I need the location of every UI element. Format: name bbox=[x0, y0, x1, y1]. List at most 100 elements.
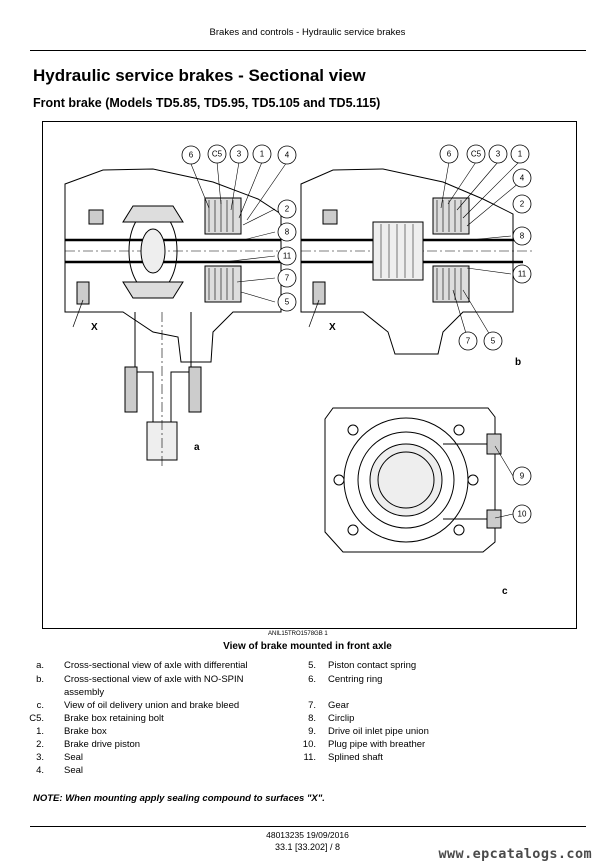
legend-text: Brake box bbox=[64, 726, 107, 737]
callout-b-3: 3 bbox=[488, 144, 508, 164]
svg-text:11: 11 bbox=[518, 270, 527, 279]
legend-text: Gear bbox=[328, 700, 350, 711]
callout-c-9: 9 bbox=[512, 466, 532, 486]
view-b-drawing bbox=[300, 168, 533, 355]
figure-frame: X X a b c 6 C5 3 1 4 2 8 11 7 5 6 C5 3 1… bbox=[42, 121, 577, 629]
callouts-view-a: 6 C5 3 1 4 2 8 11 7 5 bbox=[181, 144, 297, 312]
callout-a-2: 2 bbox=[277, 199, 297, 219]
legend-text: Circlip bbox=[328, 713, 355, 724]
callout-c-10: 10 bbox=[512, 504, 532, 524]
svg-text:C5: C5 bbox=[212, 150, 223, 159]
callout-a-11: 11 bbox=[277, 246, 297, 266]
legend-key: 2. bbox=[36, 739, 44, 750]
svg-text:2: 2 bbox=[520, 200, 525, 209]
svg-text:6: 6 bbox=[447, 150, 452, 159]
legend-right: 5. Piston contact spring 6. Centring rin… bbox=[296, 660, 566, 770]
callouts-view-c: 9 10 bbox=[512, 466, 532, 524]
view-label-a: a bbox=[194, 442, 200, 453]
callout-a-5: 5 bbox=[277, 292, 297, 312]
svg-text:5: 5 bbox=[285, 298, 290, 307]
callout-a-c5: C5 bbox=[207, 144, 227, 164]
legend-text: Cross-sectional view of axle with differ… bbox=[64, 660, 248, 671]
callout-a-6: 6 bbox=[181, 145, 201, 165]
legend-text: Drive oil inlet pipe union bbox=[328, 726, 429, 737]
svg-text:6: 6 bbox=[189, 151, 194, 160]
legend-key: 3. bbox=[36, 752, 44, 763]
legend-key: 11. bbox=[303, 752, 316, 763]
svg-text:11: 11 bbox=[283, 252, 292, 261]
legend-key: a. bbox=[36, 660, 44, 671]
callout-a-1: 1 bbox=[252, 144, 272, 164]
callout-b-1: 1 bbox=[510, 144, 530, 164]
legend-key: 10. bbox=[302, 739, 316, 750]
callout-b-11: 11 bbox=[512, 264, 532, 284]
legend-text: Brake drive piston bbox=[64, 739, 141, 750]
callout-a-7: 7 bbox=[277, 268, 297, 288]
svg-text:3: 3 bbox=[496, 150, 501, 159]
legend-text: View of oil delivery union and brake ble… bbox=[64, 700, 240, 711]
svg-text:9: 9 bbox=[520, 472, 525, 481]
x-label-b: X bbox=[329, 322, 336, 333]
svg-text:8: 8 bbox=[285, 228, 290, 237]
legend-text: Seal bbox=[64, 765, 84, 776]
svg-text:4: 4 bbox=[285, 151, 290, 160]
callout-b-c5: C5 bbox=[466, 144, 486, 164]
svg-text:1: 1 bbox=[518, 150, 523, 159]
footer-rule bbox=[30, 826, 586, 827]
page-title: Hydraulic service brakes - Sectional vie… bbox=[33, 66, 366, 85]
svg-text:5: 5 bbox=[491, 337, 496, 346]
callout-b-8: 8 bbox=[512, 226, 532, 246]
svg-text:2: 2 bbox=[285, 205, 290, 214]
figure-caption: View of brake mounted in front axle bbox=[223, 641, 392, 652]
svg-text:7: 7 bbox=[466, 337, 471, 346]
callout-b-2: 2 bbox=[512, 194, 532, 214]
legend-key: C5. bbox=[29, 713, 44, 724]
svg-text:7: 7 bbox=[285, 274, 290, 283]
view-c-drawing bbox=[324, 407, 502, 553]
callout-b-5: 5 bbox=[483, 331, 503, 351]
view-a-drawing bbox=[64, 168, 293, 467]
site-watermark: www.epcatalogs.com bbox=[438, 846, 592, 862]
callout-b-6: 6 bbox=[439, 144, 459, 164]
legend-text: Splined shaft bbox=[328, 752, 383, 763]
footer-doc-number: 48013235 19/09/2016 bbox=[266, 830, 349, 840]
figure-reference: ANIL15TRO1578GB 1 bbox=[268, 631, 328, 637]
legend-left: a. Cross-sectional view of axle with dif… bbox=[24, 660, 294, 780]
legend-text: Cross-sectional view of axle with NO-SPI… bbox=[64, 674, 244, 698]
legend-text: Plug pipe with breather bbox=[328, 739, 426, 750]
section-subtitle: Front brake (Models TD5.85, TD5.95, TD5.… bbox=[33, 96, 381, 110]
legend-text: Brake box retaining bolt bbox=[64, 713, 164, 724]
callout-b-7: 7 bbox=[458, 331, 478, 351]
legend-key: b. bbox=[36, 674, 44, 685]
callout-a-3: 3 bbox=[229, 144, 249, 164]
header-rule bbox=[30, 50, 586, 51]
view-label-b: b bbox=[515, 357, 521, 368]
legend-key: 1. bbox=[36, 726, 44, 737]
legend-key: 4. bbox=[36, 765, 44, 776]
legend-text: Piston contact spring bbox=[328, 660, 417, 671]
callout-a-8: 8 bbox=[277, 222, 297, 242]
legend-key: 5. bbox=[308, 660, 316, 671]
legend-key: 8. bbox=[308, 713, 316, 724]
legend-text: Seal bbox=[64, 752, 84, 763]
legend-key: 6. bbox=[308, 674, 316, 685]
footer-page-number: 33.1 [33.202] / 8 bbox=[274, 842, 341, 852]
legend-text: Centring ring bbox=[328, 674, 383, 685]
brake-sectional-drawing: X X a b c 6 C5 3 1 4 2 8 11 7 5 6 C5 3 1… bbox=[64, 144, 533, 597]
callout-b-4: 4 bbox=[512, 168, 532, 188]
svg-text:4: 4 bbox=[520, 174, 525, 183]
svg-text:C5: C5 bbox=[471, 150, 482, 159]
svg-text:10: 10 bbox=[518, 510, 527, 519]
mounting-note: NOTE: When mounting apply sealing compou… bbox=[33, 793, 325, 804]
svg-text:8: 8 bbox=[520, 232, 525, 241]
legend-key: c. bbox=[36, 700, 44, 711]
legend-key: 9. bbox=[308, 726, 316, 737]
svg-text:3: 3 bbox=[237, 150, 242, 159]
page-header: Brakes and controls - Hydraulic service … bbox=[209, 27, 406, 38]
callouts-view-b: 6 C5 3 1 4 2 8 11 7 5 bbox=[439, 144, 532, 351]
callout-a-4: 4 bbox=[277, 145, 297, 165]
legend-key: 7. bbox=[308, 700, 316, 711]
view-label-c: c bbox=[502, 586, 508, 597]
svg-text:1: 1 bbox=[260, 150, 265, 159]
x-label-a: X bbox=[91, 322, 98, 333]
